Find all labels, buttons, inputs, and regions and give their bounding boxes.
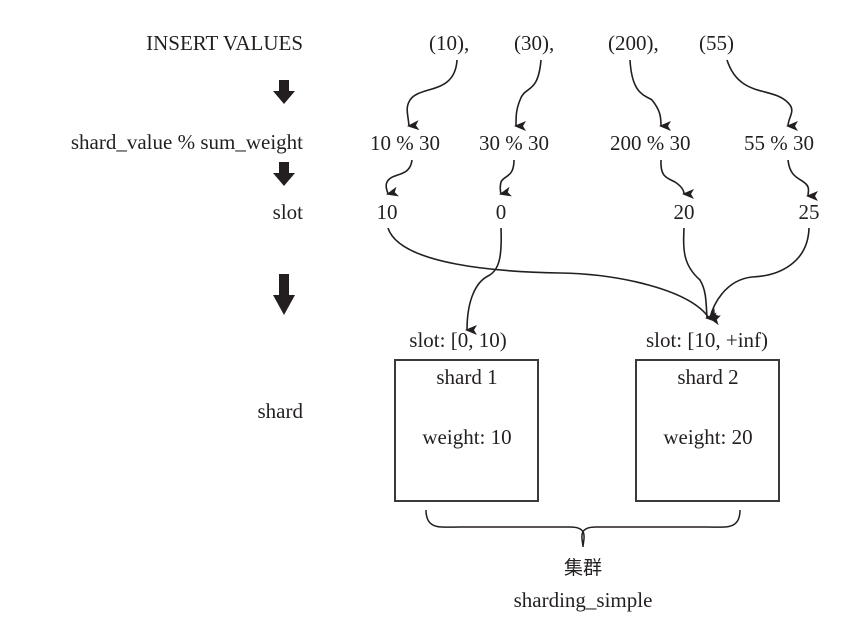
slot-value: 25 — [798, 200, 820, 224]
slot-value: 0 — [495, 200, 507, 224]
step-arrow-icon — [273, 80, 295, 104]
slot-value: 10 — [376, 200, 398, 224]
shard-name: shard 2 — [677, 365, 739, 389]
cluster-name: sharding_simple — [513, 588, 653, 612]
step-arrow-icon — [273, 274, 295, 315]
flow-arrow — [499, 159, 515, 197]
insert-value: (200), — [608, 31, 659, 55]
cluster-brace — [425, 509, 741, 548]
row-label-insert: INSERT VALUES — [146, 31, 303, 55]
insert-value: (55) — [699, 31, 734, 55]
shard-slot-range: slot: [10, +inf) — [645, 328, 769, 352]
step-arrow-icon — [273, 162, 295, 186]
row-label-shard: shard — [257, 399, 304, 423]
mod-expression: 30 % 30 — [479, 131, 549, 155]
flow-arrow — [787, 159, 819, 202]
mod-expression: 200 % 30 — [610, 131, 691, 155]
flow-arrow — [660, 159, 695, 199]
row-label-slot: slot — [272, 200, 303, 224]
flow-arrow — [514, 59, 542, 132]
flow-arrow — [726, 59, 799, 132]
slot-value: 20 — [673, 200, 695, 224]
flow-arrow — [629, 59, 672, 131]
shard-box: shard 1 weight: 10 — [394, 359, 539, 502]
insert-value: (10), — [429, 31, 470, 55]
shard-weight: weight: 20 — [663, 425, 753, 449]
flow-arrow — [387, 227, 721, 320]
flow-arrow — [406, 59, 458, 131]
shard-name: shard 1 — [436, 365, 498, 389]
row-label-formula: shard_value % sum_weight — [70, 130, 303, 154]
insert-value: (30), — [514, 31, 555, 55]
flow-arrow — [385, 159, 413, 197]
shard-weight: weight: 10 — [422, 425, 512, 449]
shard-box: shard 2 weight: 20 — [635, 359, 780, 502]
flow-arrow — [682, 227, 718, 323]
mod-expression: 55 % 30 — [744, 131, 814, 155]
flow-arrow — [708, 227, 810, 326]
shard-slot-range: slot: [0, 10) — [409, 328, 507, 352]
flow-arrow — [465, 227, 503, 336]
mod-expression: 10 % 30 — [370, 131, 440, 155]
cluster-label: 集群 — [563, 557, 603, 579]
